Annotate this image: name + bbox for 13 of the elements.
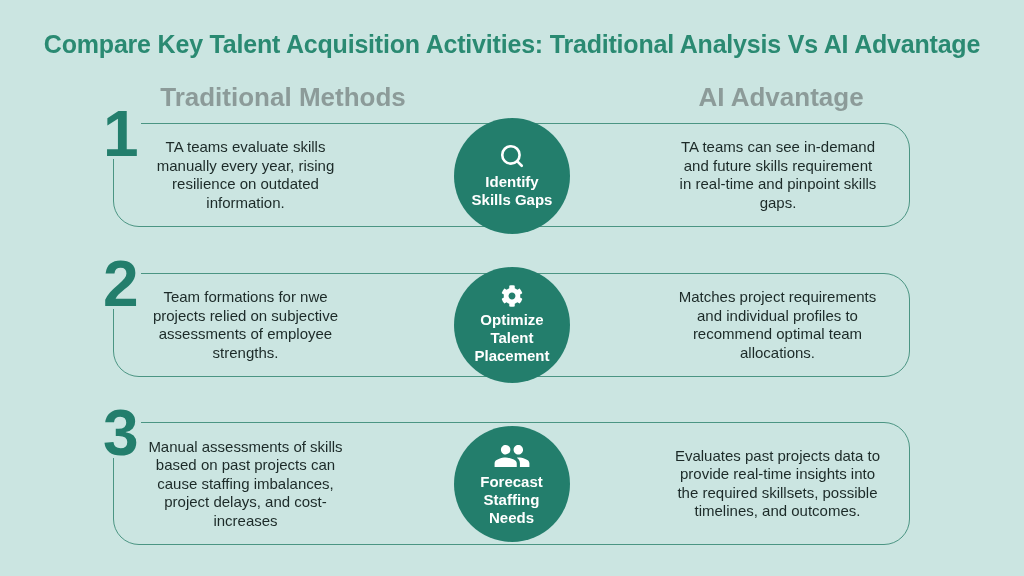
column-heading: Traditional Methods <box>160 81 406 113</box>
activity-label: Identify Skills Gaps <box>470 173 554 209</box>
title: Compare Key Talent Acquisition Activities: Traditional Analysis Vs AI Advantage <box>43 29 981 59</box>
description-text: TA teams can see in-demand and future skills requirement in real-time and pinpoint skills gaps. <box>678 138 878 212</box>
activity-label: Optimize Talent Placement <box>473 311 551 365</box>
activity-label: Forecast Staffing Needs <box>479 472 544 527</box>
description-text: Team formations for nwe projects relied on subjective assessments of employee strengths. <box>151 288 340 362</box>
step-number: 3 <box>101 408 141 458</box>
description-text: Evaluates past projects data to provide real-time insights into the required skillsets, possible timelines, and outcomes. <box>673 446 882 521</box>
column-heading: AI Advantage <box>698 81 864 113</box>
description-text: TA teams evaluate skills manually every year, rising resilience on outdated information. <box>155 138 336 212</box>
description-text: Manual assessments of skills based on past projects can cause staffing imbalances, project delays, and cost-increases <box>147 437 344 530</box>
description-text: Matches project requirements and individual profiles to recommend optimal team allocations. <box>677 288 878 362</box>
